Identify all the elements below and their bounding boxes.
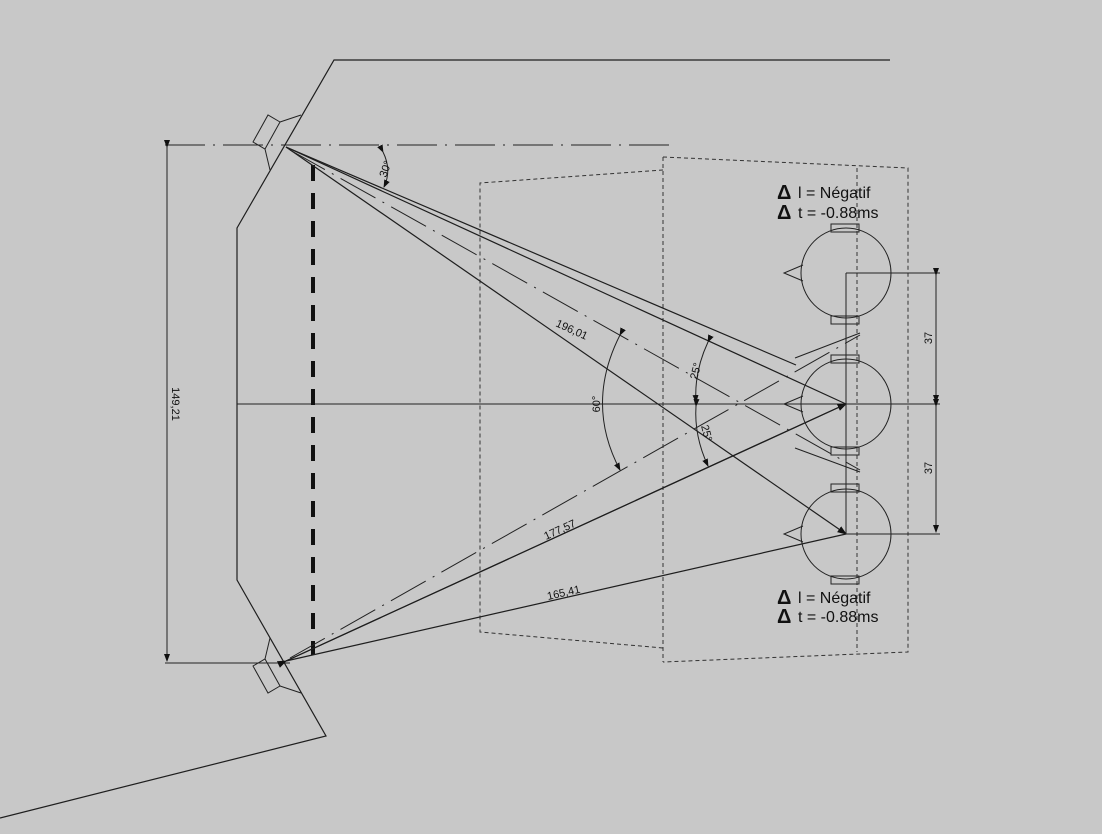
angle-label-25-lower: 25° [698, 424, 714, 443]
annotation-bottom: Δ l = Négatif Δ t = -0.88ms [777, 587, 878, 628]
distance-label-165: 165,41 [546, 584, 581, 603]
angle-arc-60 [602, 327, 626, 471]
room-outline [0, 59, 890, 819]
angle-label-30: 30° [378, 159, 395, 179]
distance-label-177: 177,57 [542, 518, 578, 543]
spacing-label-upper: 37 [923, 332, 935, 344]
delta-t-text: t = -0.88ms [798, 205, 878, 222]
listening-zone [479, 156, 909, 663]
delta-t-text: t = -0.88ms [798, 609, 878, 626]
delta-symbol: Δ [777, 202, 791, 224]
delta-symbol: Δ [777, 182, 791, 204]
delta-l-text: l = Négatif [798, 185, 871, 202]
angle-label-60: 60° [591, 396, 603, 413]
delta-l-text: l = Négatif [798, 590, 871, 607]
distance-label-196: 196,01 [554, 318, 590, 343]
angle-label-25-upper: 25° [688, 362, 704, 381]
delta-symbol: Δ [777, 587, 791, 609]
spacing-label-lower: 37 [923, 462, 935, 474]
angle-arc-30 [377, 144, 390, 188]
width-dimension: 149,21 [164, 140, 181, 662]
speaker-top-icon [252, 114, 302, 171]
rays-top [285, 146, 861, 535]
delta-symbol: Δ [777, 606, 791, 628]
width-label: 149,21 [169, 387, 181, 421]
angle-arc-25-upper [692, 334, 714, 403]
annotation-top: Δ l = Négatif Δ t = -0.88ms [777, 182, 878, 224]
rays-bottom [276, 334, 861, 668]
speaker-bottom-icon [252, 637, 302, 694]
angle-arc-25-lower [693, 398, 709, 467]
listener-head-center [782, 354, 892, 456]
listener-head-top [782, 223, 892, 325]
spacing-dimension: 37 37 [846, 268, 940, 535]
